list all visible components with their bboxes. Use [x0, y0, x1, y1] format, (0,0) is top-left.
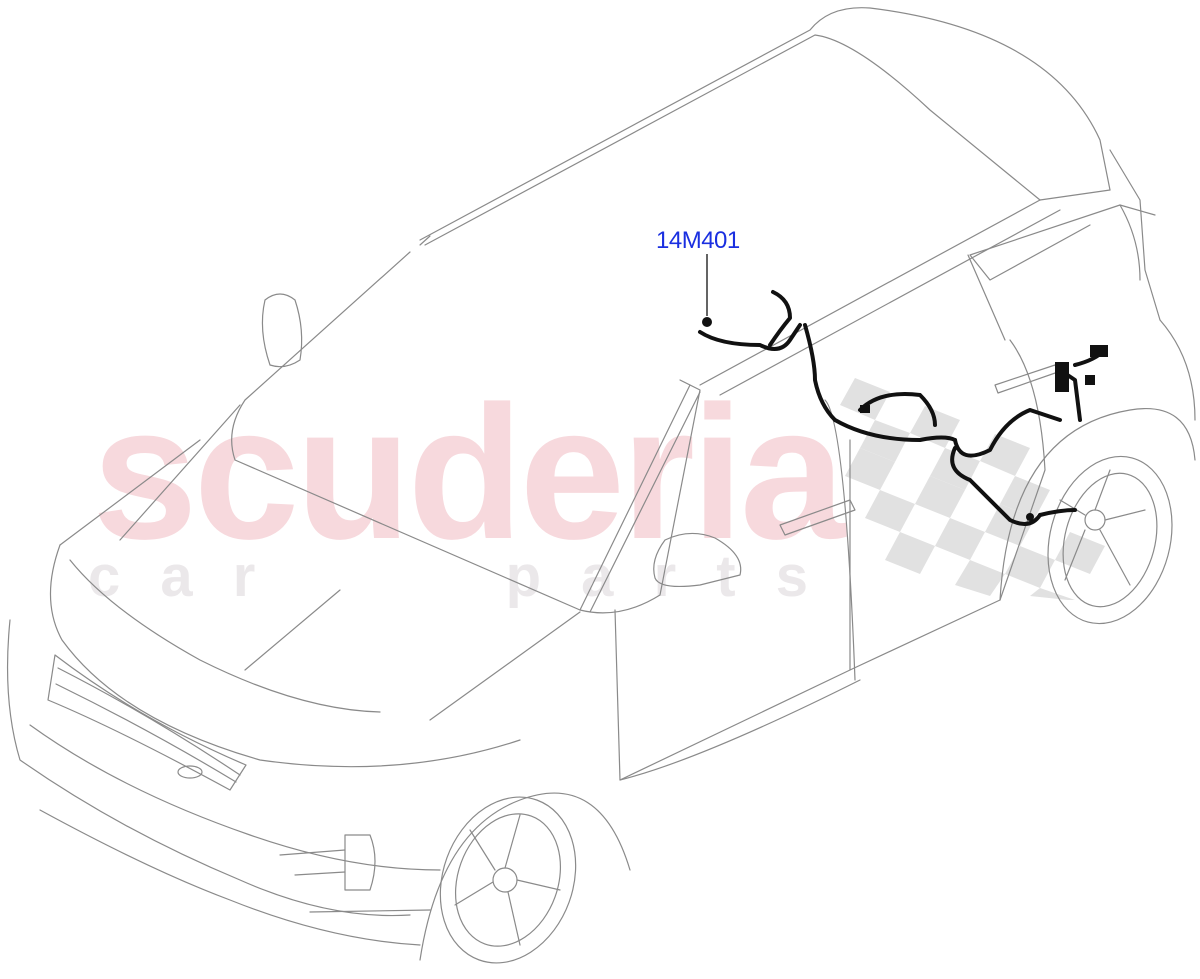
watermark-subtitle: c a r p a r t s [88, 548, 808, 606]
part-callout-label[interactable]: 14M401 [656, 227, 740, 254]
watermark-letter: c [88, 544, 121, 609]
watermark-letter: a [160, 544, 193, 609]
checkered-flag-icon [840, 378, 1105, 600]
watermark-letter: s [775, 544, 808, 609]
watermark-letter: p [505, 544, 542, 609]
watermark-letter: r [653, 544, 677, 609]
harness-connectors [702, 317, 1108, 521]
watermark-brand: scuderia [92, 367, 846, 579]
watermark-letter: t [716, 544, 736, 609]
watermark-letter: r [232, 544, 256, 609]
vehicle-outline [6, 7, 1196, 964]
